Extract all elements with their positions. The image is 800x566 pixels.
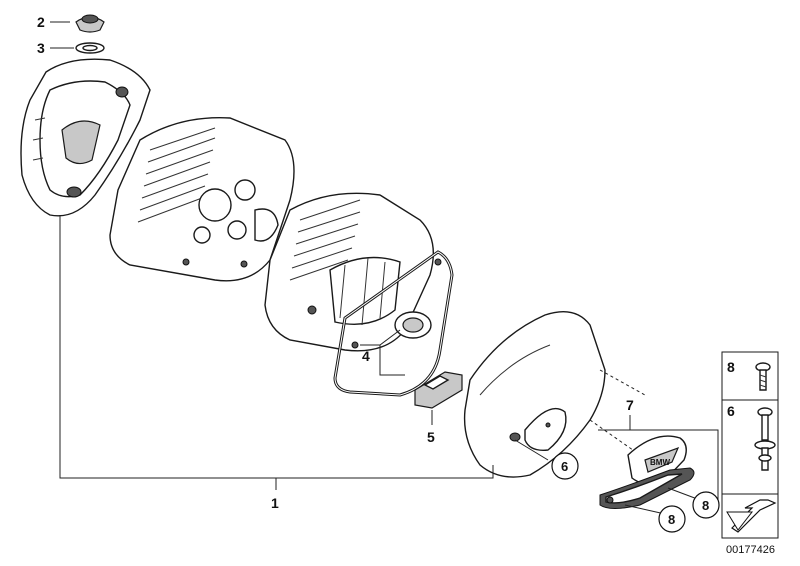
- screw-icon: [755, 362, 771, 391]
- legend-cell-screw: [721, 351, 779, 401]
- cylinder-head-protector: [463, 311, 606, 478]
- callout-8b: 8: [668, 512, 675, 527]
- catalog-number: 00177426: [726, 544, 775, 556]
- bolt-icon: [754, 407, 776, 471]
- legend-label-6: 6: [727, 403, 735, 419]
- direction-arrow-icon: [726, 499, 777, 533]
- badge-trim-part: BMW: [599, 435, 695, 509]
- gasket-part-4: [333, 250, 454, 397]
- valve-cover-left: [20, 58, 151, 217]
- cylinder-head-front: [264, 192, 434, 352]
- callout-6-circle: [551, 452, 579, 480]
- leader-8b: [624, 504, 666, 515]
- callout-8a-circle: [692, 491, 720, 519]
- part-7-box: [598, 429, 719, 510]
- cylinder-head-rear: [109, 116, 295, 282]
- leader-6: [514, 439, 549, 461]
- damper-block-part-5: [414, 371, 463, 409]
- washer-part-3: [75, 42, 105, 54]
- cap-part-2: [75, 14, 105, 33]
- callout-6: 6: [561, 459, 568, 474]
- callout-8b-circle: [658, 505, 686, 533]
- dash-line-a: [599, 369, 646, 396]
- spark-plug-seal: [394, 311, 432, 339]
- leader-4: [360, 329, 405, 376]
- callout-7: 7: [626, 397, 634, 413]
- badge-text: BMW: [650, 458, 670, 467]
- callout-8a: 8: [702, 498, 709, 513]
- dash-line-b: [589, 419, 641, 456]
- callout-2: 2: [37, 14, 45, 30]
- callout-1: 1: [271, 495, 279, 511]
- legend-label-8: 8: [727, 359, 735, 375]
- callout-5: 5: [427, 429, 435, 445]
- legend-panel: 8 6: [721, 351, 779, 539]
- callout-4: 4: [362, 348, 370, 364]
- callout-3: 3: [37, 40, 45, 56]
